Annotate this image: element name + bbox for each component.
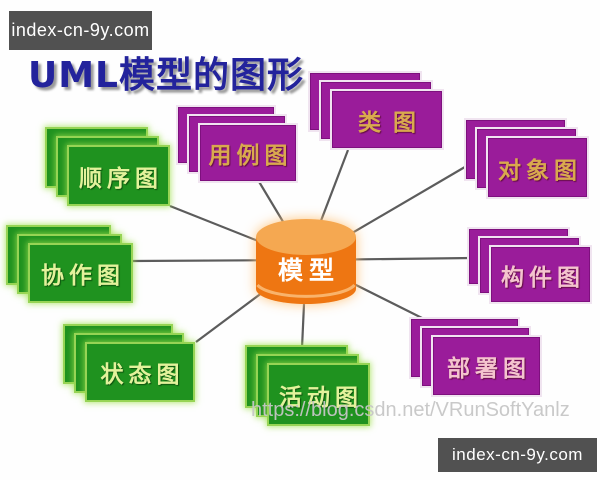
node-label: 构件图	[501, 264, 585, 291]
stack-card-front: 协作图	[28, 243, 133, 303]
diagram-node-object: 对象图	[466, 120, 587, 197]
diagram-node-class: 类图	[310, 73, 442, 148]
stack-card-front: 部署图	[433, 337, 540, 395]
center-model-cylinder: 模型	[248, 207, 364, 311]
diagram-node-collaboration: 协作图	[6, 225, 133, 303]
stack-card-front: 构件图	[491, 247, 590, 302]
diagram-node-activity: 活动图	[245, 345, 370, 426]
node-label: 类图	[358, 109, 428, 136]
diagram-node-deployment: 部署图	[411, 319, 540, 395]
stack-card-front: 顺序图	[67, 145, 170, 206]
site-badge-top-left: index-cn-9y.com	[9, 11, 152, 50]
stack-card-front: 类图	[332, 91, 442, 148]
cylinder-shape	[256, 219, 356, 304]
site-badge-bottom-right: index-cn-9y.com	[438, 438, 597, 472]
diagram-node-state: 状态图	[63, 324, 195, 402]
stack-card-front: 状态图	[85, 342, 195, 402]
stack-card-front: 对象图	[488, 138, 587, 197]
node-label: 部署图	[447, 356, 531, 382]
diagram-node-usecase: 用例图	[178, 107, 296, 181]
node-label: 状态图	[100, 362, 185, 388]
stack-card-front: 用例图	[200, 125, 296, 181]
diagram-node-sequence: 顺序图	[45, 127, 170, 206]
stack-card-front: 活动图	[267, 363, 370, 426]
node-label: 活动图	[279, 384, 363, 411]
node-label: 顺序图	[79, 165, 163, 192]
node-label: 协作图	[41, 263, 125, 289]
node-label: 用例图	[208, 143, 293, 169]
page-title: UML模型的图形	[28, 55, 304, 96]
diagram-node-component: 构件图	[469, 229, 590, 302]
node-label: 对象图	[498, 157, 582, 184]
watermark-url: https://blog.csdn.net/VRunSoftYanlz	[251, 399, 570, 421]
center-model-label: 模型	[277, 256, 340, 285]
